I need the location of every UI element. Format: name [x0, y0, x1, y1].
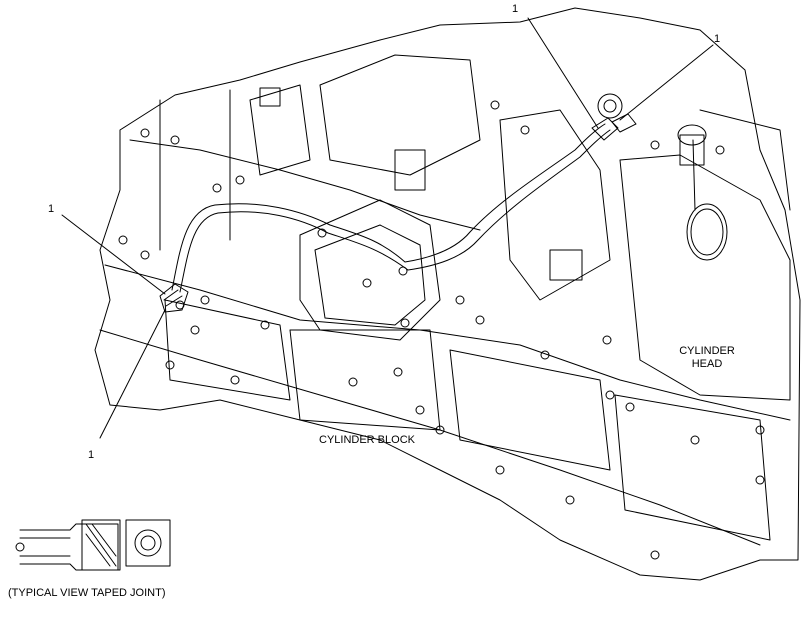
valve-cover-1 [319, 54, 481, 176]
cylinder-block-label: CYLINDER BLOCK [319, 434, 415, 446]
block-cover-plate [299, 199, 441, 341]
callout-1-bottom-left: 1 [88, 449, 95, 461]
leader-line-3 [61, 214, 166, 295]
callout-1-top-right: 1 [714, 33, 721, 45]
leader-line-head [692, 139, 696, 211]
leader-line-4 [99, 309, 166, 439]
taped-joint-upper [591, 113, 637, 141]
typical-view-caption: (TYPICAL VIEW TAPED JOINT) [8, 587, 166, 599]
valve-cover-2 [249, 84, 311, 176]
cylinder-head-label-line1: CYLINDER [679, 345, 735, 357]
valve-cover-3 [499, 109, 611, 301]
lower-block-edge [99, 329, 761, 546]
bolt-heads [118, 100, 765, 560]
leader-line-2 [619, 44, 714, 121]
leader-line-1 [527, 17, 599, 129]
wiring-harness [171, 123, 611, 293]
taped-joint-left [159, 283, 189, 313]
callout-1-top: 1 [512, 3, 519, 15]
callout-1-left: 1 [48, 203, 55, 215]
head-block-joint [104, 264, 791, 421]
typical-view-inset [15, 519, 171, 571]
engine-outline [94, 7, 801, 581]
cylinder-head-label-line2: HEAD [691, 358, 723, 370]
